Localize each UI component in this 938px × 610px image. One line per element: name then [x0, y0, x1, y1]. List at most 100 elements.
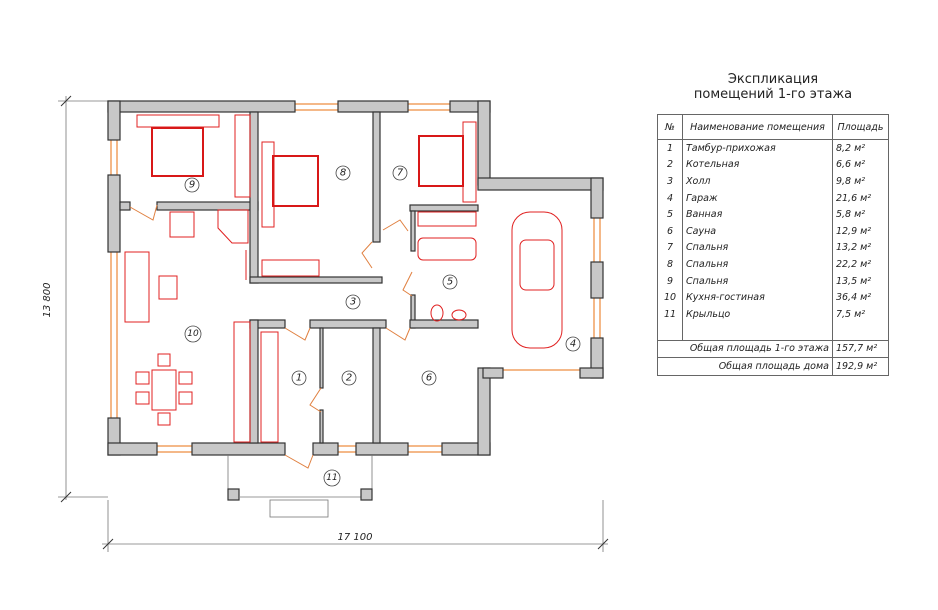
room-name: Кухня-гостиная: [682, 289, 833, 306]
sink: [451, 309, 467, 321]
bathtub: [417, 237, 477, 261]
fireplace: [217, 209, 249, 244]
total-floor-value: 157,7 м²: [831, 339, 890, 358]
room-label-10: 10: [184, 325, 202, 343]
total-floor-row: Общая площадь 1-го этажа 157,7 м²: [657, 339, 890, 358]
room-name: Холл: [682, 173, 833, 190]
armchair: [169, 211, 195, 238]
room-area: 12,9 м²: [831, 222, 890, 240]
room-area: 13,5 м²: [831, 272, 890, 290]
room-label-7: 7: [392, 165, 408, 181]
wardrobe-1: [260, 331, 279, 443]
nightstands-7: [462, 121, 477, 203]
dimension-height: 13 800: [42, 95, 108, 503]
windows: [110, 103, 601, 453]
room-name: Гараж: [682, 189, 833, 207]
dining-table: [151, 369, 177, 411]
header-area: Площадь: [831, 114, 890, 140]
room-name: Сауна: [682, 222, 833, 240]
room-area: 21,6 м²: [831, 189, 890, 207]
wardrobe-8: [261, 259, 320, 277]
svg-text:9: 9: [189, 180, 195, 191]
room-num: 7: [657, 239, 683, 257]
room-num: 3: [657, 173, 683, 190]
room-area: 22,2 м²: [831, 256, 890, 273]
dimension-width: 17 100: [102, 500, 609, 552]
room-label-3: 3: [345, 294, 361, 310]
room-label-4: 4: [565, 336, 581, 352]
room-explication: Экспликация помещений 1-го этажа № Наиме…: [657, 72, 890, 376]
room-name: Крыльцо: [682, 305, 833, 323]
doors: [129, 204, 413, 469]
total-house-value: 192,9 м²: [831, 357, 890, 376]
bed-room-8: [272, 155, 319, 207]
room-name: Тамбур-прихожая: [682, 139, 833, 157]
dim-width-label: 17 100: [338, 532, 373, 543]
svg-text:10: 10: [187, 329, 199, 339]
svg-text:5: 5: [447, 277, 453, 288]
svg-text:4: 4: [570, 339, 576, 350]
room-num: 6: [657, 222, 683, 240]
svg-text:7: 7: [397, 168, 404, 179]
room-label-2: 2: [341, 370, 357, 386]
room-name: Котельная: [682, 156, 833, 174]
table-header: № Наименование помещения Площадь: [657, 114, 890, 140]
room-label-1: 1: [291, 370, 307, 386]
room-num: 10: [657, 289, 683, 306]
room-label-9: 9: [184, 177, 200, 193]
room-area: 8,2 м²: [831, 139, 890, 157]
explication-title-1: Экспликация: [727, 72, 819, 87]
wardrobe-9: [234, 114, 251, 198]
coffee-table: [158, 275, 178, 300]
room-num: 5: [657, 206, 683, 223]
car-icon: [511, 211, 563, 349]
blank-row: [657, 322, 890, 341]
dim-height-label: 13 800: [42, 283, 53, 318]
header-name: Наименование помещения: [682, 114, 833, 140]
room-label-11: 11: [323, 469, 341, 487]
kitchen-counter: [233, 321, 251, 443]
svg-text:11: 11: [326, 473, 337, 483]
room-area: 9,8 м²: [831, 173, 890, 190]
svg-text:6: 6: [426, 373, 432, 384]
room-num: 1: [657, 139, 683, 157]
room-area: 36,4 м²: [831, 289, 890, 306]
headboard-9: [136, 114, 220, 128]
walls: [107, 100, 604, 456]
room-area: 7,5 м²: [831, 305, 890, 323]
room-label-8: 8: [335, 165, 351, 181]
room-num: 8: [657, 256, 683, 273]
room-num: 9: [657, 272, 683, 290]
svg-text:2: 2: [346, 373, 352, 384]
svg-text:8: 8: [340, 168, 346, 179]
sofa: [124, 251, 150, 323]
furniture: [124, 114, 563, 443]
svg-text:1: 1: [296, 373, 302, 384]
room-label-6: 6: [421, 370, 437, 386]
room-num: 2: [657, 156, 683, 174]
room-label-5: 5: [442, 274, 458, 290]
toilet: [430, 304, 444, 322]
room-num: 11: [657, 305, 683, 323]
bed-room-7: [418, 135, 464, 187]
room-area: 6,6 м²: [831, 156, 890, 174]
total-house-label: Общая площадь дома: [657, 357, 833, 376]
total-floor-label: Общая площадь 1-го этажа: [657, 339, 833, 358]
wardrobe-7: [417, 211, 477, 227]
room-name: Спальня: [682, 256, 833, 273]
room-num: 4: [657, 189, 683, 207]
room-name: Спальня: [682, 239, 833, 257]
room-name: Спальня: [682, 272, 833, 290]
